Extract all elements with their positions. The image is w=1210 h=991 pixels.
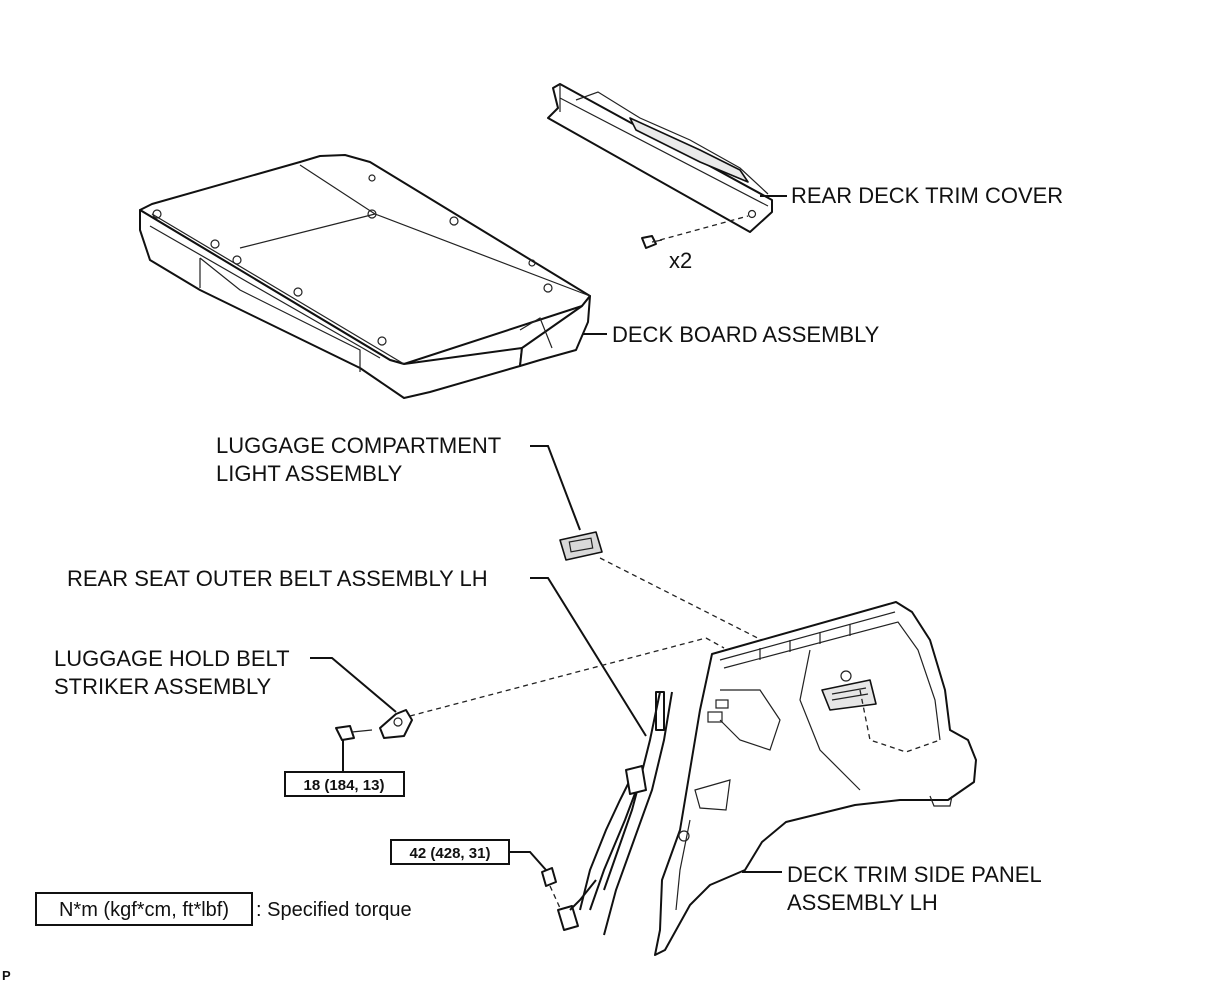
rear-deck-trim-cover (547, 83, 773, 233)
label-fastener-qty: x2 (669, 248, 692, 273)
belt-anchor-bolt (541, 867, 561, 909)
torque-value-striker: 18 (184, 13) (304, 777, 385, 794)
luggage-compartment-light (559, 531, 603, 561)
deck-board-assembly (139, 154, 591, 399)
label-rear-deck-trim-cover: REAR DECK TRIM COVER (791, 183, 1063, 208)
torque-value-belt: 42 (428, 31) (410, 845, 491, 862)
legend-description: : Specified torque (256, 899, 412, 921)
label-deck-board-assembly: DECK BOARD ASSEMBLY (612, 322, 880, 347)
torque-box-belt: 42 (428, 31) (390, 839, 510, 865)
luggage-hold-belt-striker (379, 709, 413, 739)
rear-seat-outer-belt-lh (557, 691, 673, 936)
torque-legend: N*m (kgf*cm, ft*lbf) : Specified torque (35, 892, 412, 926)
label-hold-belt-line2: STRIKER ASSEMBLY (54, 674, 272, 699)
label-hold-belt-line1: LUGGAGE HOLD BELT (54, 646, 290, 671)
torque-box-striker: 18 (184, 13) (284, 771, 405, 797)
label-luggage-light-line1: LUGGAGE COMPARTMENT (216, 433, 501, 458)
striker-bolt (335, 725, 373, 741)
corner-mark: P (2, 968, 11, 983)
deck-trim-side-panel-lh (654, 601, 977, 956)
label-rear-seat-belt: REAR SEAT OUTER BELT ASSEMBLY LH (67, 566, 488, 591)
trim-cover-clip (641, 235, 663, 249)
label-side-panel-line1: DECK TRIM SIDE PANEL (787, 862, 1042, 887)
legend-unit: N*m (kgf*cm, ft*lbf) (59, 899, 229, 921)
label-luggage-light-line2: LIGHT ASSEMBLY (216, 461, 403, 486)
label-side-panel-line2: ASSEMBLY LH (787, 890, 938, 915)
